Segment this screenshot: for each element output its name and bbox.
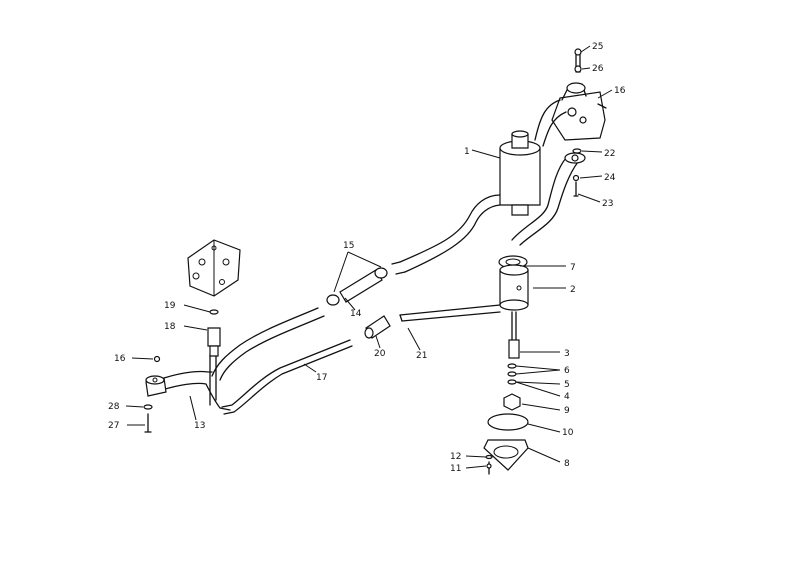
callout-23: 23	[602, 199, 613, 209]
callout-17: 17	[316, 373, 327, 383]
callout-6: 6	[564, 366, 570, 376]
washers-6-5-4	[507, 363, 517, 385]
washer-24	[572, 174, 580, 182]
callout-7: 7	[570, 263, 576, 273]
callout-8: 8	[564, 459, 570, 469]
callout-2: 2	[570, 285, 576, 295]
callout-10: 10	[562, 428, 574, 438]
callout-3: 3	[564, 349, 570, 359]
fitting-16-lower	[145, 375, 167, 397]
washer-16-small	[153, 355, 161, 363]
clamp-15-left	[326, 294, 340, 306]
rod-3	[508, 311, 520, 359]
rod-21	[399, 304, 501, 322]
callout-1: 1	[464, 147, 470, 157]
valve-block-left	[187, 239, 241, 297]
fitting-18	[207, 327, 221, 357]
nut-9	[503, 393, 521, 411]
screw-23	[573, 181, 579, 197]
callout-5: 5	[564, 380, 570, 390]
callout-27: 27	[108, 421, 119, 431]
hose-14	[339, 269, 383, 303]
washer-19	[209, 309, 219, 315]
clamp-15-right	[374, 267, 388, 279]
screw-11	[486, 461, 492, 475]
callout-11: 11	[450, 464, 461, 474]
o-ring-10	[487, 413, 529, 431]
washer-12	[485, 454, 493, 460]
o-ring-22	[572, 148, 582, 154]
callout-16-lower: 16	[114, 354, 126, 364]
callout-9: 9	[564, 406, 570, 416]
pipe-17	[221, 339, 353, 415]
callout-15: 15	[343, 241, 354, 251]
washer-26	[574, 65, 582, 73]
cover-8	[483, 439, 529, 471]
canister-1	[499, 130, 541, 216]
pipe-18-to-14	[211, 307, 325, 381]
callout-16-upper: 16	[614, 86, 626, 96]
filter-housing-2	[499, 264, 529, 311]
callout-22: 22	[604, 149, 615, 159]
callout-26: 26	[592, 64, 604, 74]
callout-14: 14	[350, 309, 362, 319]
callout-18: 18	[164, 322, 176, 332]
callout-4: 4	[564, 392, 570, 402]
callout-12: 12	[450, 452, 461, 462]
callout-24: 24	[604, 173, 616, 183]
callout-13: 13	[194, 421, 205, 431]
pipe-upper-left	[534, 99, 567, 147]
callout-19: 19	[164, 301, 176, 311]
callout-28: 28	[108, 402, 120, 412]
callout-25: 25	[592, 42, 603, 52]
callout-21: 21	[416, 351, 427, 361]
connector-20	[364, 315, 391, 339]
callout-labels: 1 2 3 6 5 4 7 8 9 10 12 11 21 14 20 15 1…	[108, 42, 626, 474]
leader-lines	[125, 45, 613, 469]
pipe-canister-to-14	[391, 194, 501, 275]
valve-block-upper	[551, 82, 607, 141]
screw-27	[144, 413, 152, 433]
callout-20: 20	[374, 349, 386, 359]
washer-28	[143, 404, 153, 410]
